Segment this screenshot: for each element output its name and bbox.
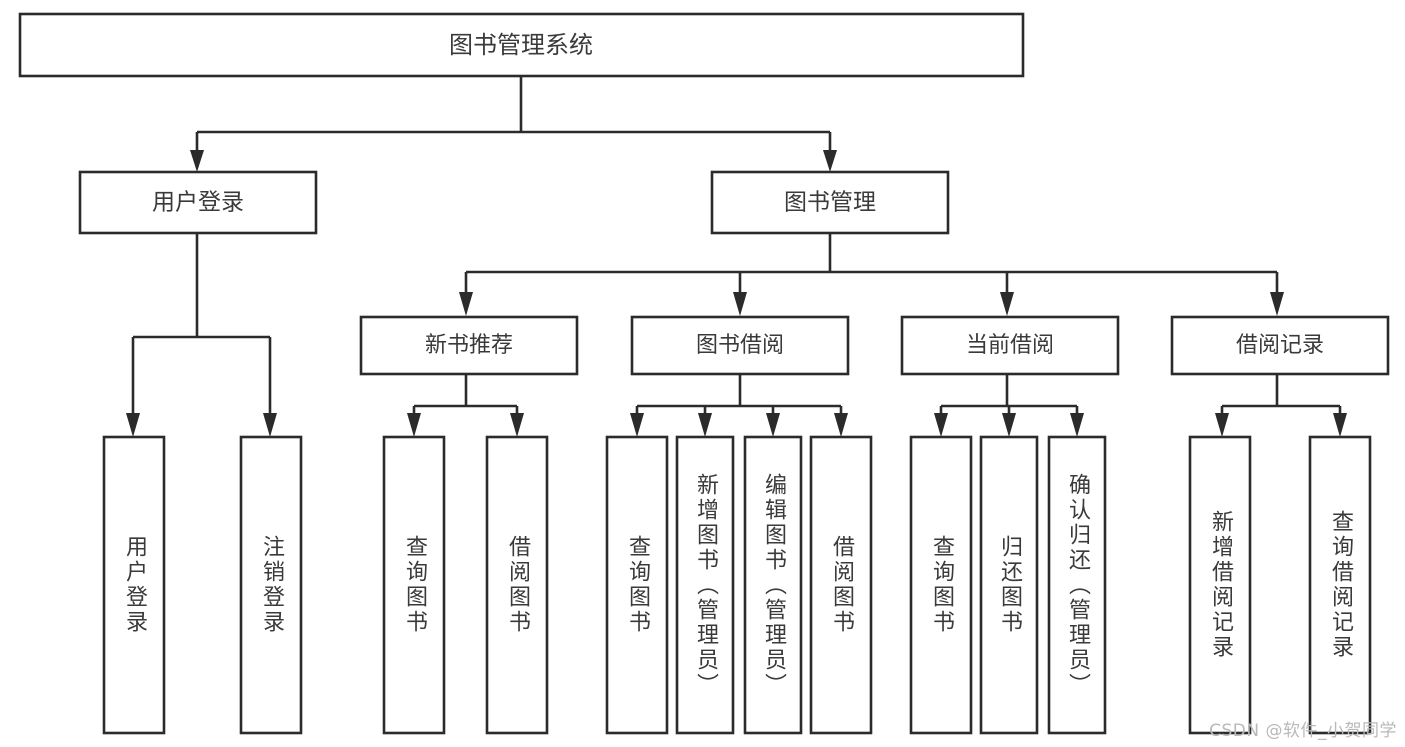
node-book-borrow-box[interactable] — [630, 315, 850, 376]
node-new-book-rec-box[interactable] — [359, 315, 579, 376]
node-leaf-7[interactable] — [743, 435, 803, 735]
arrowhead-leaf-12 — [1215, 413, 1229, 437]
arrowhead-leaf-9 — [934, 413, 948, 437]
arrowhead-leaf-7 — [766, 413, 780, 437]
node-leaf-10-box[interactable] — [979, 435, 1039, 735]
node-book-manage-box[interactable] — [710, 170, 950, 235]
arrowhead-user-login — [190, 150, 204, 172]
node-root-label: 图书管理系统 — [449, 31, 593, 59]
node-borrow-record-box[interactable] — [1170, 315, 1390, 376]
node-leaf-4-box[interactable] — [485, 435, 549, 735]
arrowhead-leaf-8 — [834, 413, 848, 437]
node-leaf-9-box[interactable] — [909, 435, 973, 735]
node-leaf-2[interactable] — [239, 435, 303, 735]
arrowhead-leaf-3 — [407, 413, 421, 437]
node-leaf-6[interactable] — [675, 435, 735, 735]
node-book-manage-label: 图书管理 — [784, 190, 876, 216]
arrowhead-leaf-4 — [510, 413, 524, 437]
node-leaf-12-box[interactable] — [1188, 435, 1252, 735]
node-user-login[interactable]: 用户登录 — [78, 170, 318, 235]
node-leaf-9[interactable] — [909, 435, 973, 735]
arrowhead-leaf-5 — [630, 413, 644, 437]
node-leaf-3[interactable] — [382, 435, 446, 735]
node-leaf-13-box[interactable] — [1308, 435, 1372, 735]
arrowhead-leaf-13 — [1333, 413, 1347, 437]
node-root-box[interactable] — [18, 12, 1025, 78]
node-new-book-rec-label: 新书推荐 — [425, 333, 513, 358]
node-leaf-6-box[interactable] — [675, 435, 735, 735]
arrowhead-book-manage — [823, 150, 837, 172]
node-leaf-5[interactable] — [605, 435, 669, 735]
node-current-borrow-box[interactable] — [900, 315, 1120, 376]
node-leaf-2-box[interactable] — [239, 435, 303, 735]
arrowhead-book-borrow — [733, 292, 747, 316]
node-root[interactable]: 图书管理系统 — [18, 12, 1025, 78]
node-leaf-11-box[interactable] — [1047, 435, 1107, 735]
node-borrow-record[interactable]: 借阅记录 — [1170, 315, 1390, 376]
node-leaf-1-box[interactable] — [102, 435, 166, 735]
node-leaf-5-box[interactable] — [605, 435, 669, 735]
node-leaf-8-box[interactable] — [809, 435, 873, 735]
node-user-login-box[interactable] — [78, 170, 318, 235]
node-borrow-record-label: 借阅记录 — [1236, 333, 1324, 358]
node-leaf-10[interactable] — [979, 435, 1039, 735]
arrowhead-borrow-record — [1270, 292, 1284, 316]
node-book-borrow[interactable]: 图书借阅 — [630, 315, 850, 376]
node-leaf-13[interactable] — [1308, 435, 1372, 735]
arrowhead-new-book-rec — [459, 292, 473, 316]
node-current-borrow-label: 当前借阅 — [966, 333, 1054, 358]
node-new-book-rec[interactable]: 新书推荐 — [359, 315, 579, 376]
watermark-text: CSDN @软件_小贺同学 — [1209, 721, 1397, 741]
node-leaf-11[interactable] — [1047, 435, 1107, 735]
node-book-manage[interactable]: 图书管理 — [710, 170, 950, 235]
connector-layer — [126, 76, 1347, 437]
arrowhead-leaf-6 — [698, 413, 712, 437]
node-leaf-1[interactable] — [102, 435, 166, 735]
node-leaf-8[interactable] — [809, 435, 873, 735]
node-leaf-3-box[interactable] — [382, 435, 446, 735]
node-leaf-12[interactable] — [1188, 435, 1252, 735]
arrowhead-leaf-1 — [126, 413, 140, 437]
arrowhead-current-borrow — [1000, 292, 1014, 316]
node-leaf-7-box[interactable] — [743, 435, 803, 735]
node-book-borrow-label: 图书借阅 — [696, 333, 784, 358]
node-leaf-4[interactable] — [485, 435, 549, 735]
node-user-login-label: 用户登录 — [152, 190, 244, 216]
node-current-borrow[interactable]: 当前借阅 — [900, 315, 1120, 376]
arrowhead-leaf-2 — [263, 413, 277, 437]
arrowhead-leaf-11 — [1070, 413, 1084, 437]
arrowhead-leaf-10 — [1002, 413, 1016, 437]
